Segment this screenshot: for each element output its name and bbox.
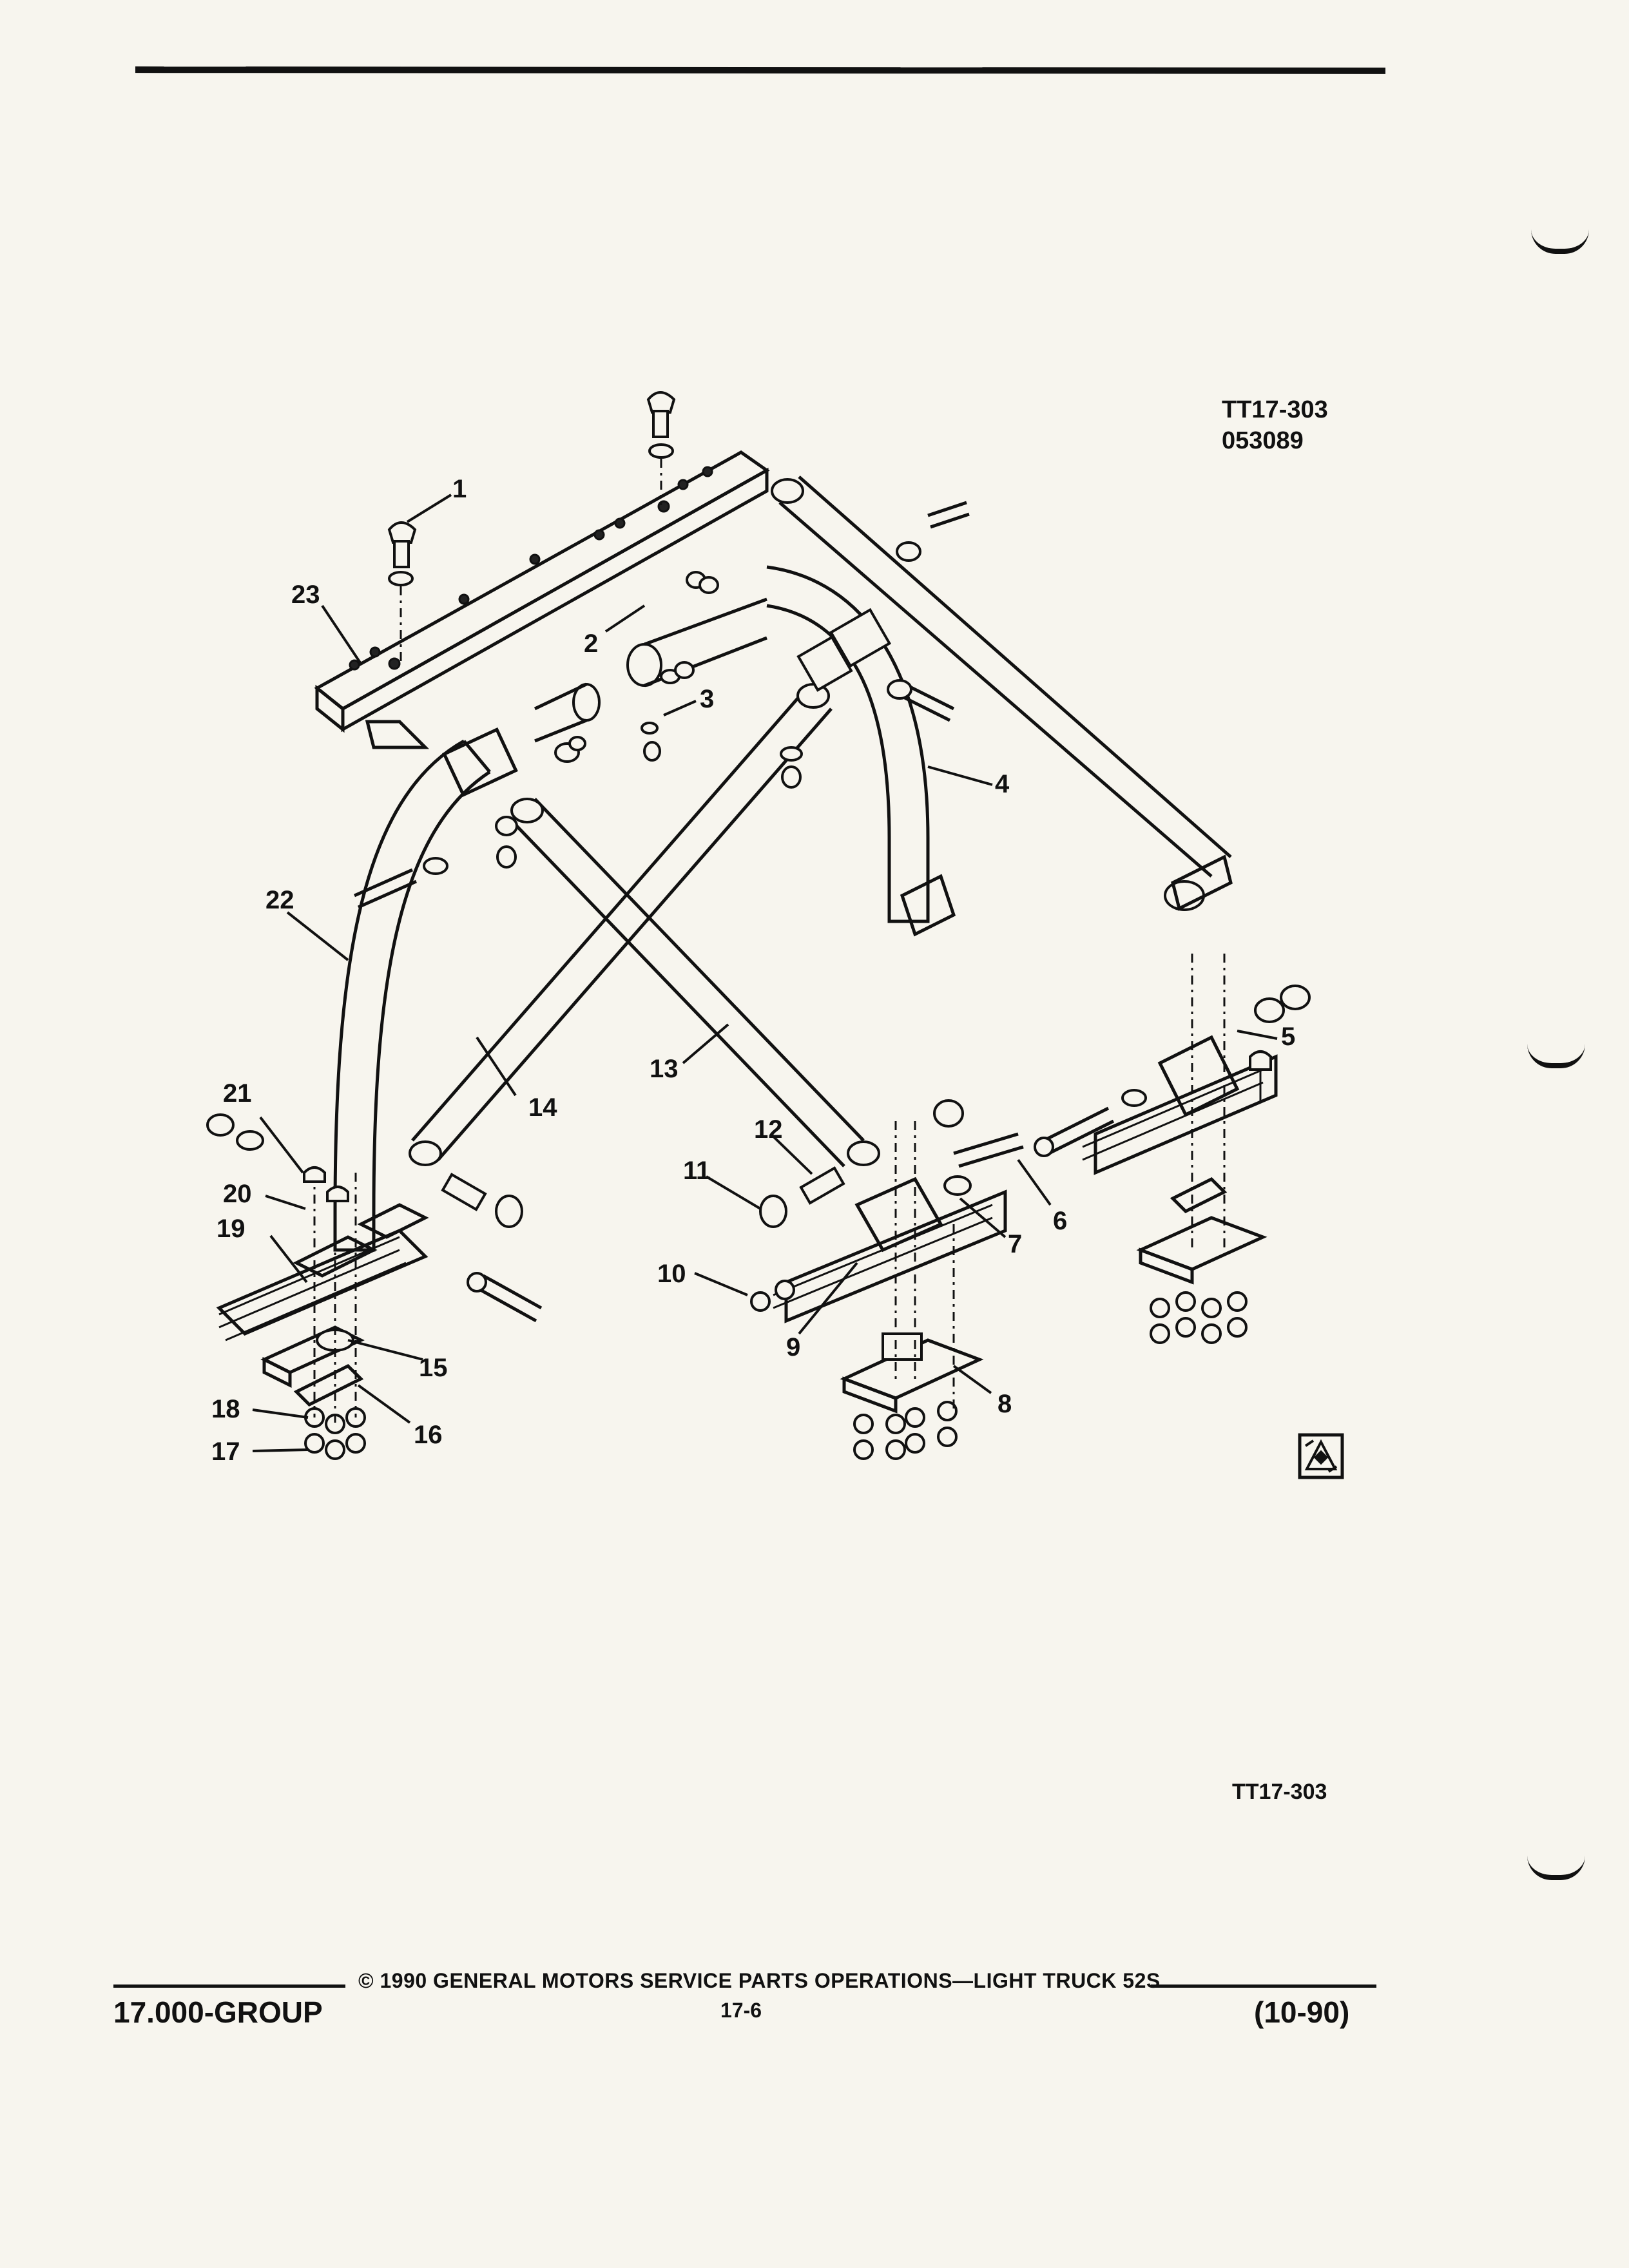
callout-13: 13 — [650, 1055, 679, 1083]
callout-1: 1 — [452, 475, 467, 503]
callout-5: 5 — [1281, 1023, 1295, 1051]
figure-reference: TT17-303 053089 — [1222, 394, 1328, 456]
mount-8 — [750, 1121, 1024, 1460]
bow-4 — [766, 565, 956, 937]
callout-6: 6 — [1053, 1207, 1067, 1235]
binding-mark-top — [1531, 229, 1589, 254]
nut-stack-5 — [1150, 1291, 1248, 1344]
callout-11: 11 — [683, 1157, 710, 1185]
bolt-1 — [387, 391, 676, 661]
callout-22: 22 — [265, 886, 294, 914]
callout-12: 12 — [754, 1115, 783, 1144]
callout-3: 3 — [700, 685, 714, 713]
binding-mark-bottom — [1527, 1856, 1585, 1880]
mount-5 — [1034, 954, 1311, 1344]
nut-stack-8 — [853, 1401, 958, 1460]
footer-date: (10-90) — [1254, 1995, 1350, 2029]
catalog-symbol-icon — [1298, 1433, 1344, 1479]
callout-8: 8 — [998, 1390, 1012, 1418]
bolts-upper — [353, 501, 970, 909]
callout-19: 19 — [217, 1215, 246, 1243]
callout-2: 2 — [584, 629, 598, 658]
callout-4: 4 — [995, 770, 1010, 798]
bushing-cylinders — [534, 597, 892, 743]
footer-page-number: 17-6 — [720, 1999, 762, 2022]
callout-15: 15 — [419, 1354, 448, 1382]
callout-17: 17 — [211, 1437, 240, 1466]
figure-date-code: 053089 — [1222, 427, 1304, 454]
brace-13 — [510, 798, 880, 1168]
callout-7: 7 — [1008, 1230, 1022, 1258]
callout-18: 18 — [211, 1395, 240, 1423]
figure-ref-bottom: TT17-303 — [1232, 1780, 1327, 1804]
footer-rule-right — [1151, 1984, 1376, 1988]
leader-lines — [252, 494, 1278, 1452]
footer-group: 17.000-GROUP — [113, 1995, 323, 2029]
callout-14: 14 — [528, 1093, 557, 1122]
callout-labels: 1 2 3 4 5 6 7 8 9 10 11 12 13 14 15 16 1… — [211, 475, 1295, 1466]
cross-member-23 — [314, 450, 770, 749]
bow-22 — [333, 727, 518, 1252]
callout-20: 20 — [223, 1180, 252, 1208]
footer-rule-left — [113, 1984, 345, 1988]
figure-ref-code: TT17-303 — [1222, 396, 1328, 423]
mount-left-15-21 — [206, 1113, 543, 1460]
brace-14 — [409, 683, 833, 1166]
binding-mark-middle — [1527, 1044, 1585, 1068]
bushing-11-12 — [441, 1099, 964, 1228]
brace-top-right — [771, 476, 1233, 911]
footer-copyright: © 1990 GENERAL MOTORS SERVICE PARTS OPER… — [358, 1969, 1161, 1992]
callout-10: 10 — [657, 1260, 686, 1288]
callout-9: 9 — [786, 1333, 800, 1361]
callout-21: 21 — [223, 1079, 252, 1108]
callout-23: 23 — [291, 581, 320, 609]
callout-16: 16 — [414, 1421, 443, 1449]
